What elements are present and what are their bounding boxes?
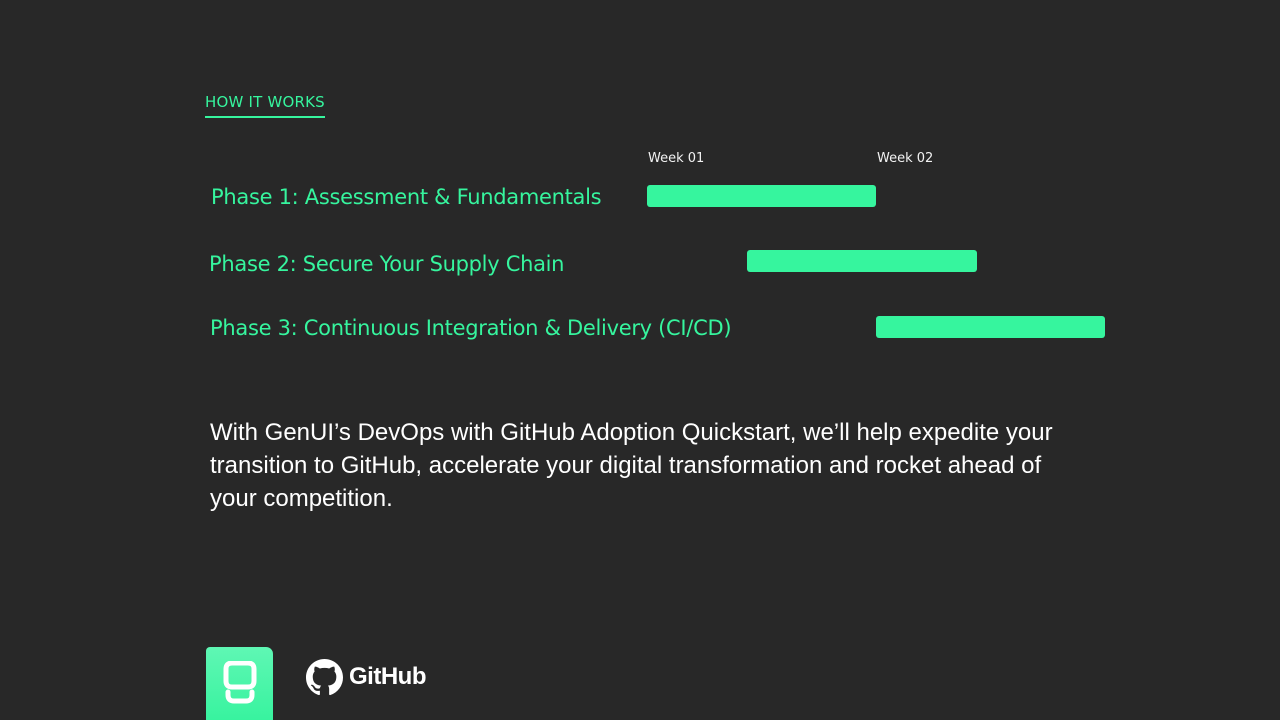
description-text: With GenUI’s DevOps with GitHub Adoption…	[210, 419, 1053, 512]
github-wordmark: GitHub	[349, 663, 426, 690]
phase-1-bar	[647, 185, 876, 207]
phase-2-label: Phase 2: Secure Your Supply Chain	[209, 252, 565, 276]
github-logo: GitHub	[306, 658, 426, 696]
phase-3-bar	[876, 316, 1105, 338]
phase-2-bar	[747, 250, 977, 272]
week-02-label: Week 02	[877, 151, 934, 166]
week-01-label: Week 01	[648, 151, 705, 166]
phase-3-label: Phase 3: Continuous Integration & Delive…	[210, 316, 732, 340]
section-label-how-it-works: HOW IT WORKS	[205, 93, 325, 118]
genui-logo-icon	[206, 647, 273, 720]
github-octocat-icon	[306, 658, 343, 695]
phase-1-label: Phase 1: Assessment & Fundamentals	[211, 185, 602, 209]
